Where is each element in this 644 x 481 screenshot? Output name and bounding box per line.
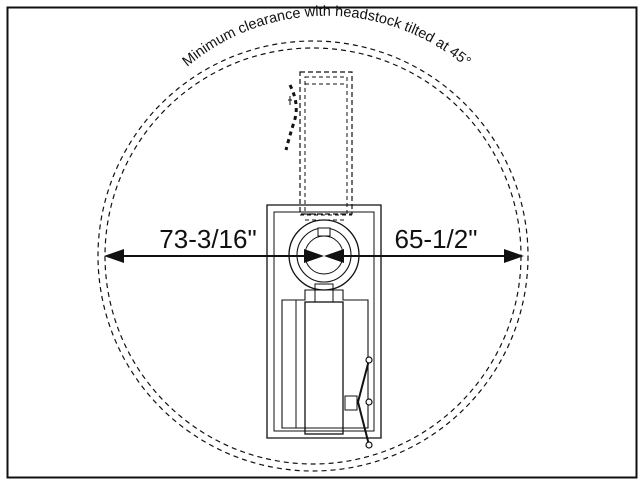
left-dimension-bg [152, 224, 265, 252]
right-inner-arrowhead [324, 249, 344, 263]
feed-lever-knob-top [365, 356, 373, 364]
hub-key-top [317, 227, 331, 237]
tilted-headstock [299, 71, 353, 215]
tilted-lever [284, 84, 298, 151]
headstock-inner-dashed [304, 76, 348, 215]
column-body [304, 301, 344, 435]
lever-detail [288, 96, 292, 105]
lever-curve-dashed [284, 84, 298, 151]
hub-neck [314, 283, 334, 303]
outer-frame [6, 6, 638, 479]
base-outer-outline [266, 204, 382, 439]
feed-lever-knob-bottom [365, 441, 373, 449]
right-outer-arrowhead [504, 249, 524, 263]
dimension-line [104, 249, 524, 263]
feed-lever-arm [356, 359, 370, 446]
machine-base [266, 204, 382, 439]
feed-lever [344, 356, 373, 449]
feed-lever-knob-mid [365, 398, 373, 406]
left-outer-arrowhead [104, 249, 124, 263]
feed-lever-mount [344, 395, 358, 411]
left-inner-arrowhead [304, 249, 324, 263]
right-dimension-label: 65-1/2" [395, 224, 478, 254]
right-dimension-bg [382, 224, 490, 252]
outer-clearance-circle [97, 40, 529, 472]
left-dimension-label: 73-3/16" [159, 224, 256, 254]
column-shoulder [281, 289, 369, 429]
base-inner-outline [273, 211, 375, 432]
headstock-outer-dashed [299, 71, 353, 215]
machine-column [281, 289, 369, 435]
